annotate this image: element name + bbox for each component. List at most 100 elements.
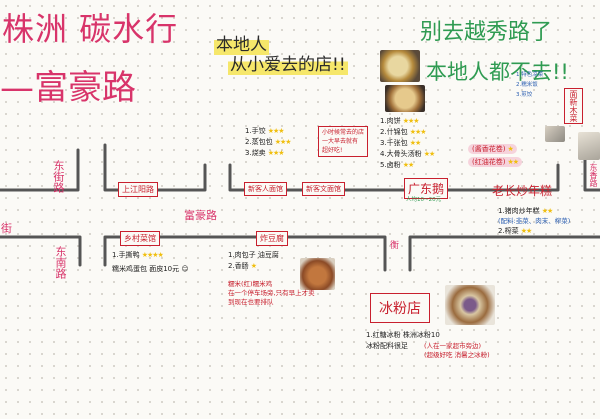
- menu-line: 2.糯米饭: [516, 82, 538, 88]
- road-top-segment-4: [583, 143, 600, 192]
- note-line: 糯米(红)糯米鸡: [228, 280, 273, 288]
- item-text: 1.肉包子 油豆腐: [228, 251, 279, 259]
- huajuan-pill-2: (红油花卷)★★: [468, 157, 523, 167]
- niangao-note: (配料:韭菜、肉末、榨菜): [498, 217, 571, 225]
- star-rating-icon: ★★: [541, 207, 554, 215]
- food-photo-menu: [578, 132, 600, 160]
- shop-xinke2-label: 新客文面馆: [302, 182, 345, 196]
- item-text: 3.千张包: [380, 139, 408, 147]
- list-item: 1.猪肉炒年糕★★: [498, 206, 570, 217]
- item-text: 1.手撕鸭: [112, 251, 140, 259]
- star-rating-icon: ★: [250, 262, 257, 270]
- local-note-line2: 从小爱去的店!!: [228, 50, 348, 75]
- item-text: 2.香肠: [228, 262, 249, 270]
- food-photo-small: [545, 126, 565, 142]
- list-item: 4.大骨头汤粉★★: [380, 149, 436, 160]
- list-item: 2.蒸包包★★★: [245, 137, 292, 148]
- bingfen-notes: (人在一家超市旁边) (超级好吃 消暑之冰粉): [424, 342, 490, 360]
- road-label-left-top: 东街路: [52, 160, 65, 193]
- food-photo-bingfen: [445, 285, 495, 325]
- menu-line: 1.特色凉菜: [516, 72, 544, 78]
- road-bottom-segment-2: [103, 235, 387, 272]
- star-rating-icon: ★★★: [409, 128, 427, 136]
- xiangcun-list: 1.手撕鸭★★★★ 糯米鸡蛋包 面皮10元 ☺: [112, 250, 189, 275]
- breakfast-list: 1.手饺★★★ 2.蒸包包★★★ 3.烧卖★★★: [245, 126, 292, 159]
- note-line: 小时候常去的店: [322, 129, 365, 136]
- list-item: 1.手饺★★★: [245, 126, 291, 137]
- shop-mucai-label: 面新木菜: [564, 88, 583, 124]
- item-text: 2.什锦包: [380, 128, 408, 136]
- shop-niangao-label: 老长炒年糕: [492, 184, 553, 198]
- list-item: 2.榨菜★★: [498, 226, 570, 237]
- map-title: 株洲 碳水行: [2, 10, 179, 48]
- star-rating-icon: ★★★★: [141, 251, 164, 259]
- item-text: 3.烧卖: [245, 149, 266, 157]
- food-photo-dish: [385, 85, 425, 112]
- list-item: 3.千张包★★: [380, 138, 434, 149]
- note-line: 一大早去就有: [322, 138, 359, 145]
- star-rating-icon: ★★★: [267, 149, 285, 157]
- breakfast-note-box: 小时候常去的店 一大早去就有 超好吃!: [318, 126, 369, 157]
- list-item: 1.肉饼★★★: [380, 116, 434, 127]
- item-text: 2.榨菜: [498, 227, 519, 235]
- guangdong-e-list: 1.肉饼★★★ 2.什锦包★★★ 3.千张包★★ 4.大骨头汤粉★★ 5.卤粉★…: [380, 116, 436, 171]
- note-line: 在一个停车场旁,只有早上才卖: [228, 289, 315, 297]
- road-top-segment-1: [0, 148, 80, 192]
- warning-note-line2: 本地人都不去!!: [426, 60, 569, 84]
- map-subtitle: —富豪路: [0, 68, 136, 108]
- item-text: (酱香花卷): [472, 145, 506, 153]
- bingfen-list: 1.红糖冰粉 株洲冰粉10 冰粉配料很足: [366, 330, 440, 352]
- huajuan-pill-1: (酱香花卷)★: [468, 144, 517, 154]
- note-line: 到现在也要排队: [228, 298, 274, 306]
- road-label-right-edge: 东香路: [589, 163, 598, 187]
- road-label-main: 富豪路: [184, 209, 217, 222]
- xiangcun-note: 糯米鸡蛋包 面皮10元 ☺: [112, 265, 189, 273]
- list-item: 冰粉配料很足: [366, 342, 408, 350]
- shop-xiangcun-label: 乡村菜馆: [120, 231, 160, 246]
- shop-xinke1-label: 新客人面馆: [244, 182, 287, 196]
- note-line: (超级好吃 消暑之冰粉): [424, 351, 490, 359]
- item-text: 4.大骨头汤粉: [380, 150, 422, 158]
- zhadoufu-notes: 糯米(红)糯米鸡 在一个停车场旁,只有早上才卖 到现在也要排队: [228, 280, 315, 307]
- mucai-menu: 1.特色凉菜 2.糯米饭 3.煎饺: [516, 70, 543, 100]
- item-text: 1.手饺: [245, 127, 266, 135]
- star-rating-icon: ★★: [520, 227, 533, 235]
- list-item: 2.香肠★: [228, 261, 281, 272]
- star-rating-icon: ★★: [507, 158, 519, 166]
- star-rating-icon: ★★★: [274, 138, 292, 146]
- item-text: 2.蒸包包: [245, 138, 273, 146]
- note-line: 超好吃!: [322, 147, 343, 154]
- star-rating-icon: ★★: [402, 161, 415, 169]
- food-photo-fried-tofu: [300, 258, 335, 290]
- warning-note-line1: 别去越秀路了: [420, 20, 553, 45]
- shop-guangdong-e-label: 广东鹅: [404, 178, 449, 199]
- niangao-list: 1.猪肉炒年糕★★ (配料:韭菜、肉末、榨菜) 2.榨菜★★: [498, 206, 570, 237]
- list-item: 2.什锦包★★★: [380, 127, 434, 138]
- menu-line: 3.煎饺: [516, 92, 533, 98]
- shop-shangjiang-label: 上江阳路: [118, 182, 158, 197]
- food-photo-noodles: [380, 50, 420, 82]
- list-item: 5.卤粉★★: [380, 160, 434, 171]
- shop-zhadoufu-label: 炸豆腐: [256, 231, 288, 246]
- star-rating-icon: ★★★: [402, 117, 420, 125]
- road-bottom-segment-1: [0, 235, 82, 267]
- list-item: 1.手撕鸭★★★★: [112, 250, 189, 261]
- item-text: 5.卤粉: [380, 161, 401, 169]
- list-item: 1.红糖冰粉 株洲冰粉10: [366, 331, 440, 339]
- road-label-middle: 衡: [390, 241, 400, 251]
- item-text: (红油花卷): [472, 158, 506, 166]
- item-text: 1.肉饼: [380, 117, 401, 125]
- note-line: (人在一家超市旁边): [424, 342, 482, 350]
- star-rating-icon: ★★: [423, 150, 436, 158]
- road-label-left-edge: 街: [1, 222, 12, 235]
- road-top-segment-3: [228, 163, 560, 192]
- zhadoufu-list: 1.肉包子 油豆腐 2.香肠★: [228, 250, 281, 272]
- road-bottom-segment-3: [408, 235, 600, 272]
- shop-bingfen-label: 冰粉店: [370, 293, 430, 323]
- star-rating-icon: ★: [507, 145, 513, 153]
- star-rating-icon: ★★★: [267, 127, 285, 135]
- list-item: 1.肉包子 油豆腐: [228, 250, 281, 261]
- road-label-left-bottom: 东南路: [54, 246, 67, 279]
